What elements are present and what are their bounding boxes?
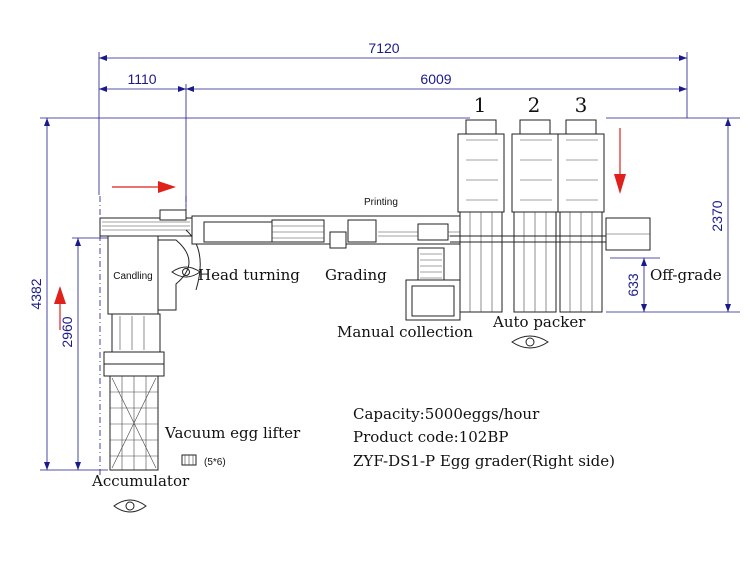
dim-left-width: 1110 [127,71,156,87]
label-off-grade: Off-grade [650,266,722,284]
label-vacuum-egg-lifter: Vacuum egg lifter [164,424,301,442]
dim-right-width: 6009 [420,71,451,87]
label-printing: Printing [364,197,398,208]
label-manual-collection: Manual collection [337,323,473,341]
arrow-down-icon [614,128,626,194]
dimension-labels: 7120 1110 6009 4382 2960 2370 633 [28,40,725,348]
label-auto-packer: Auto packer [492,313,586,331]
label-accumulator: Accumulator [91,472,190,490]
info-capacity: Capacity:5000eggs/hour [353,405,540,423]
info-product-code: Product code:102BP [353,428,508,446]
label-packer-3: 3 [575,93,588,117]
dim-overall-width: 7120 [368,40,399,56]
vacuum-lifter-icon [181,454,197,466]
info-block: Capacity:5000eggs/hour Product code:102B… [353,405,615,470]
eye-icon [113,499,147,513]
accumulator-conveyor [103,313,165,513]
dim-right-height: 2370 [709,200,725,231]
station-labels: Candling Head turning Grading Printing M… [91,93,722,490]
candling-unit [99,209,201,315]
label-lifter-grid: (5*6) [204,457,226,468]
label-packer-2: 2 [528,93,541,117]
flow-arrows [54,128,626,330]
label-head-turning: Head turning [198,266,300,284]
eye-icon [171,266,201,278]
auto-packer-3 [557,119,605,313]
auto-packer-1 [457,119,505,313]
packer-conveyor [450,217,651,349]
arrow-right-icon [112,181,176,193]
dim-left-height: 2960 [59,316,75,347]
dim-offgrade-height: 633 [625,273,641,297]
eye-icon [511,335,549,349]
arrow-up-icon [54,286,66,330]
dim-overall-height: 4382 [28,278,44,309]
label-candling: Candling [113,271,152,282]
grading-line [191,215,473,321]
label-packer-1: 1 [474,93,487,117]
info-model: ZYF-DS1-P Egg grader(Right side) [353,452,615,470]
dimension-lines [40,52,740,478]
label-grading: Grading [325,266,387,284]
auto-packer-2 [511,119,559,313]
